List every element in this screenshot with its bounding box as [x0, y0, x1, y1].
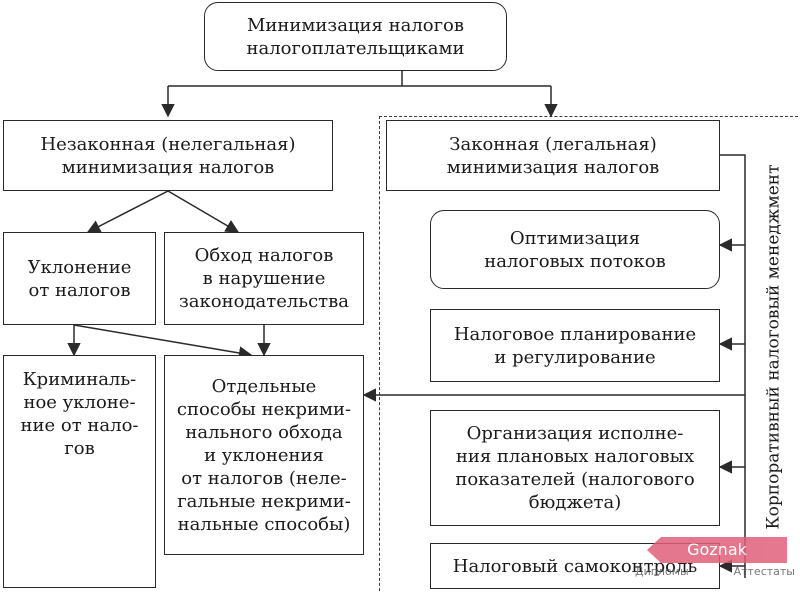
node-bypass-label: Обход налогов в нарушение законодательст… [178, 245, 350, 312]
corporate-management-region [379, 116, 800, 593]
node-evasion-label: Уклонение от налогов [27, 256, 132, 301]
arrow-to-evasion [86, 190, 169, 233]
node-organization: Организация исполне- ния плановых налого… [430, 410, 720, 526]
node-root-label: Минимизация налогов налогоплательщиками [246, 14, 465, 59]
node-illegal: Незаконная (нелегальная) минимизация нал… [3, 120, 333, 191]
node-optimization-label: Оптимизация налоговых потоков [484, 227, 666, 272]
node-evasion: Уклонение от налогов [3, 232, 156, 325]
node-separate: Отдельные способы некрими- нального обхо… [164, 355, 364, 555]
node-optimization: Оптимизация налоговых потоков [430, 210, 720, 289]
node-selfcontrol-label: Налоговый самоконтроль [452, 555, 698, 577]
arrow-to-bypass [167, 190, 240, 233]
node-planning: Налоговое планирование и регулирование [430, 309, 720, 382]
node-selfcontrol: Налоговый самоконтроль [430, 543, 720, 589]
node-illegal-label: Незаконная (нелегальная) минимизация нал… [40, 133, 296, 178]
node-legal: Законная (легальная) минимизация налогов [386, 120, 720, 191]
node-separate-label: Отдельные способы некрими- нального обхо… [176, 375, 352, 535]
node-legal-label: Законная (легальная) минимизация налогов [446, 133, 660, 178]
node-bypass: Обход налогов в нарушение законодательст… [164, 232, 364, 325]
side-label: Корпоративный налоговый менеджмент [764, 164, 785, 530]
node-planning-label: Налоговое планирование и регулирование [453, 323, 697, 368]
node-organization-label: Организация исполне- ния плановых налого… [455, 423, 695, 513]
connector-legal-out [720, 154, 746, 578]
node-criminal: Криминаль- ное уклоне- ние от нало- гов [3, 355, 156, 588]
arrow-evasion-to-separate [73, 324, 253, 360]
node-criminal-label: Криминаль- ное уклоне- ние от нало- гов [20, 369, 139, 459]
side-label-container: Корпоративный налоговый менеджмент [759, 116, 789, 578]
node-root: Минимизация налогов налогоплательщиками [204, 2, 507, 71]
